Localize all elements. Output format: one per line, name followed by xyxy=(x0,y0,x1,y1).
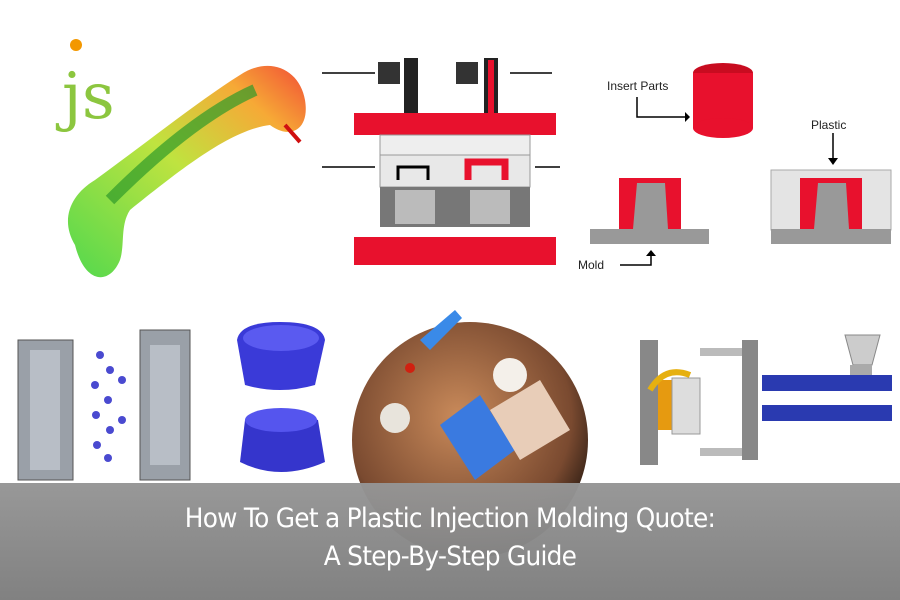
insert-molding-diagram xyxy=(590,63,892,266)
injection-machine-diagram xyxy=(640,334,892,465)
js-logo: js xyxy=(55,39,115,134)
two-shot-mold-diagram xyxy=(322,58,560,265)
blue-plastic-cups xyxy=(237,322,325,472)
svg-text:js: js xyxy=(55,60,115,134)
title-banner xyxy=(0,483,900,600)
plastic-label: Plastic xyxy=(811,118,847,132)
page-title: How To Get a Plastic Injection Molding Q… xyxy=(36,500,864,576)
phone-handle-simulation xyxy=(67,65,306,278)
insert-parts-label: Insert Parts xyxy=(607,79,669,93)
mold-plates-render xyxy=(17,329,191,481)
title-line-1: How To Get a Plastic Injection Molding Q… xyxy=(184,503,716,534)
mold-label: Mold xyxy=(578,258,605,272)
title-line-2: A Step-By-Step Guide xyxy=(323,541,577,572)
